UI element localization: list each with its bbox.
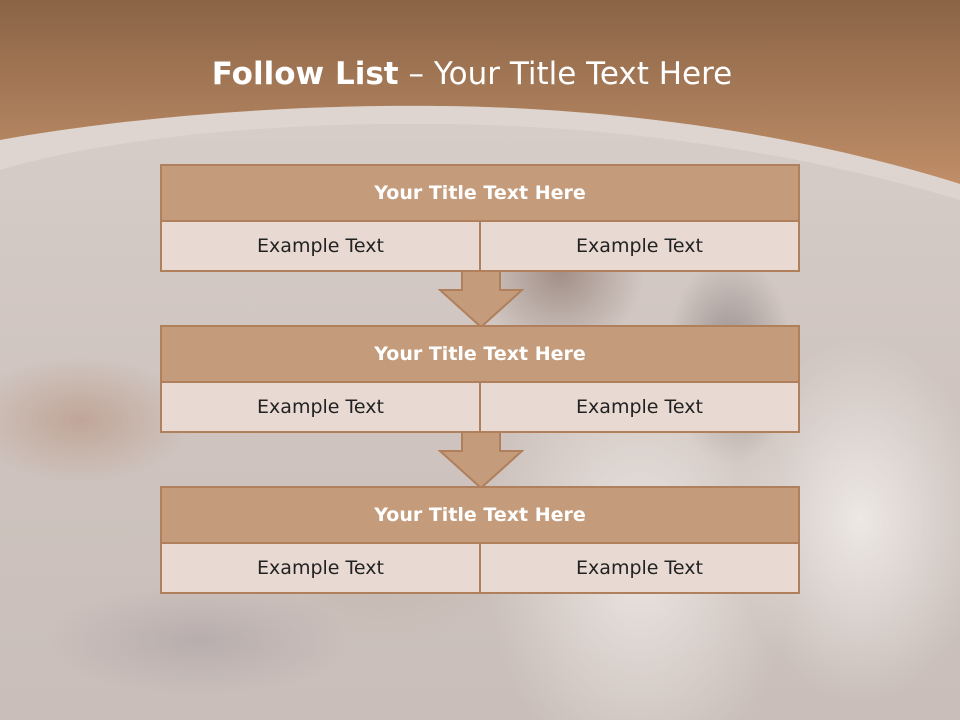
box-title: Your Title Text Here [162, 488, 798, 544]
down-arrow-2 [438, 431, 524, 489]
slide-title-bold: Follow List [211, 56, 399, 92]
box-cell-right: Example Text [479, 222, 798, 270]
box-cell-right: Example Text [479, 544, 798, 592]
box-title: Your Title Text Here [162, 327, 798, 383]
down-arrow-1 [438, 270, 524, 328]
follow-box-2: Your Title Text Here Example Text Exampl… [160, 325, 800, 433]
box-row: Example Text Example Text [162, 383, 798, 431]
slide-title-rest: – Your Title Text Here [398, 56, 733, 92]
box-cell-left: Example Text [162, 383, 479, 431]
slide-title: Follow List – Your Title Text Here [0, 56, 944, 92]
box-title: Your Title Text Here [162, 166, 798, 222]
box-cell-right: Example Text [479, 383, 798, 431]
box-cell-left: Example Text [162, 544, 479, 592]
box-cell-left: Example Text [162, 222, 479, 270]
box-row: Example Text Example Text [162, 222, 798, 270]
box-row: Example Text Example Text [162, 544, 798, 592]
follow-box-1: Your Title Text Here Example Text Exampl… [160, 164, 800, 272]
follow-box-3: Your Title Text Here Example Text Exampl… [160, 486, 800, 594]
